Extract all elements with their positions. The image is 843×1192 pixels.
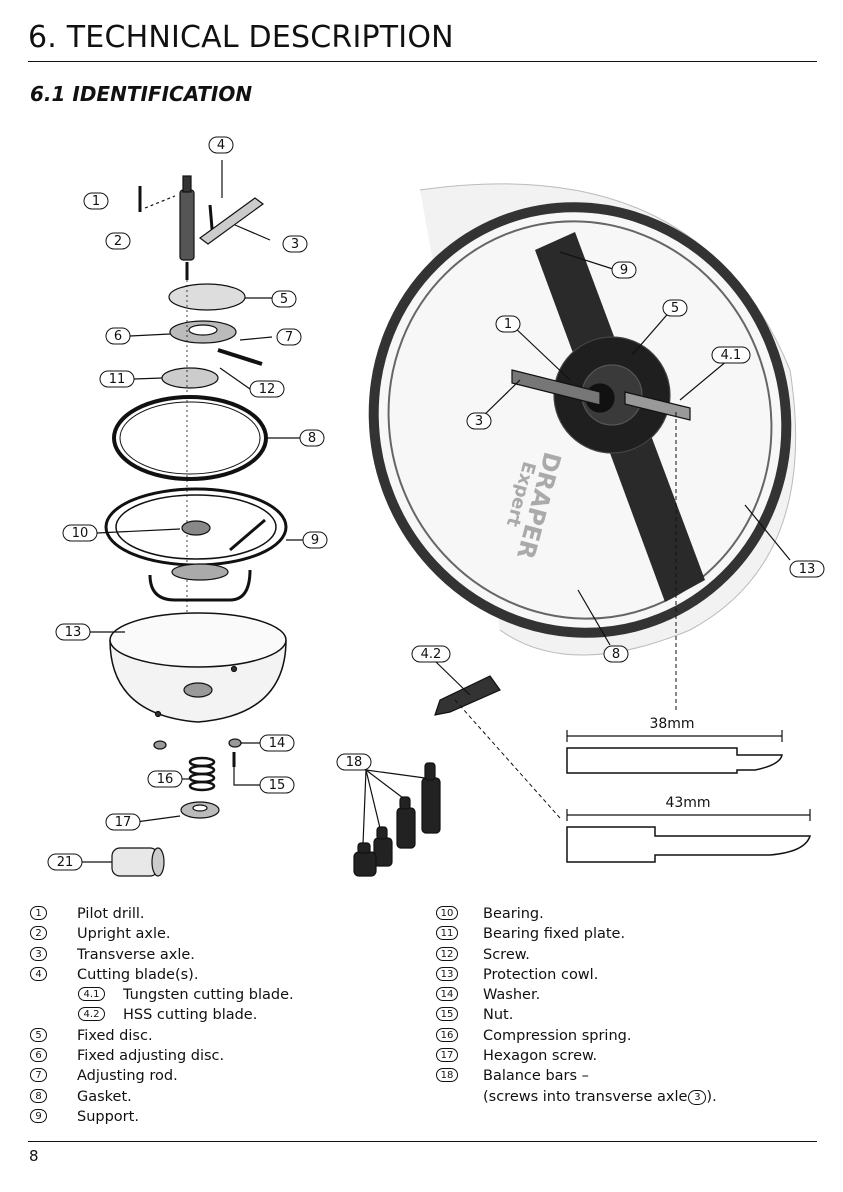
page-title: 6. TECHNICAL DESCRIPTION [28, 20, 454, 55]
svg-text:1: 1 [504, 317, 512, 332]
callout-2: 2 [105, 232, 131, 250]
header-rule [28, 61, 817, 62]
callout-3: 3 [282, 235, 308, 253]
upright-axle-drawing [138, 160, 223, 280]
svg-text:13: 13 [65, 625, 82, 640]
transverse-axle-drawing [198, 197, 271, 245]
svg-text:4.1: 4.1 [721, 348, 742, 363]
svg-text:16: 16 [157, 772, 174, 787]
callout-4-2: 4.2 [411, 645, 451, 663]
callout-1: 1 [83, 192, 109, 210]
svg-text:21: 21 [57, 855, 74, 870]
callout-16: 16 [147, 770, 183, 788]
callout-6: 6 [105, 327, 131, 345]
callout-4-1-right: 4.1 [711, 346, 751, 364]
callout-21: 21 [47, 853, 83, 871]
callout-4: 4 [208, 136, 234, 154]
svg-text:1: 1 [92, 194, 100, 209]
svg-text:10: 10 [72, 526, 89, 541]
hss-blade-drawing [434, 675, 501, 716]
balance-bars-drawing [353, 762, 441, 877]
svg-text:3: 3 [291, 237, 299, 252]
section-heading: 6.1 IDENTIFICATION [30, 82, 253, 106]
svg-text:5: 5 [671, 301, 679, 316]
spring-drawing [188, 756, 216, 792]
svg-text:17: 17 [115, 815, 132, 830]
callout-12: 12 [249, 380, 285, 398]
svg-text:3: 3 [475, 414, 483, 429]
parts-diagram: DRAPER Expert [47, 136, 825, 877]
svg-text:9: 9 [620, 263, 628, 278]
footer-rule [28, 1141, 817, 1142]
fixed-disc-drawing [168, 283, 246, 311]
callout-14: 14 [259, 734, 295, 752]
callout-13-right: 13 [789, 560, 825, 578]
svg-text:4: 4 [217, 138, 225, 153]
dimension-38mm: 38mm [649, 716, 694, 732]
callout-1-right: 1 [495, 315, 521, 333]
svg-text:5: 5 [280, 292, 288, 307]
svg-text:18: 18 [346, 755, 363, 770]
svg-text:7: 7 [285, 330, 293, 345]
svg-text:14: 14 [269, 736, 286, 751]
svg-text:13: 13 [799, 562, 816, 577]
callout-11: 11 [99, 370, 135, 388]
svg-text:9: 9 [311, 533, 319, 548]
callout-17: 17 [105, 813, 141, 831]
page-number: 8 [29, 1147, 39, 1165]
callout-8: 8 [299, 429, 325, 447]
callout-8-right: 8 [603, 645, 629, 663]
callout-7: 7 [276, 328, 302, 346]
svg-text:4.2: 4.2 [421, 647, 442, 662]
callout-13: 13 [55, 623, 91, 641]
svg-text:12: 12 [259, 382, 276, 397]
svg-text:2: 2 [114, 234, 122, 249]
callout-5: 5 [271, 290, 297, 308]
svg-text:8: 8 [308, 431, 316, 446]
callout-15: 15 [259, 776, 295, 794]
callout-5-right: 5 [662, 299, 688, 317]
svg-text:6: 6 [114, 329, 122, 344]
callout-10: 10 [62, 524, 98, 542]
callout-3-right: 3 [466, 412, 492, 430]
note-ref-badge: 3 [688, 1089, 707, 1105]
callout-9-right: 9 [611, 261, 637, 279]
svg-text:15: 15 [269, 778, 286, 793]
callout-18: 18 [336, 753, 372, 771]
svg-text:11: 11 [109, 372, 126, 387]
svg-text:8: 8 [612, 647, 620, 662]
assembled-cutter-drawing: DRAPER Expert [368, 183, 797, 656]
dimension-43mm: 43mm [665, 795, 710, 811]
callout-9: 9 [302, 531, 328, 549]
